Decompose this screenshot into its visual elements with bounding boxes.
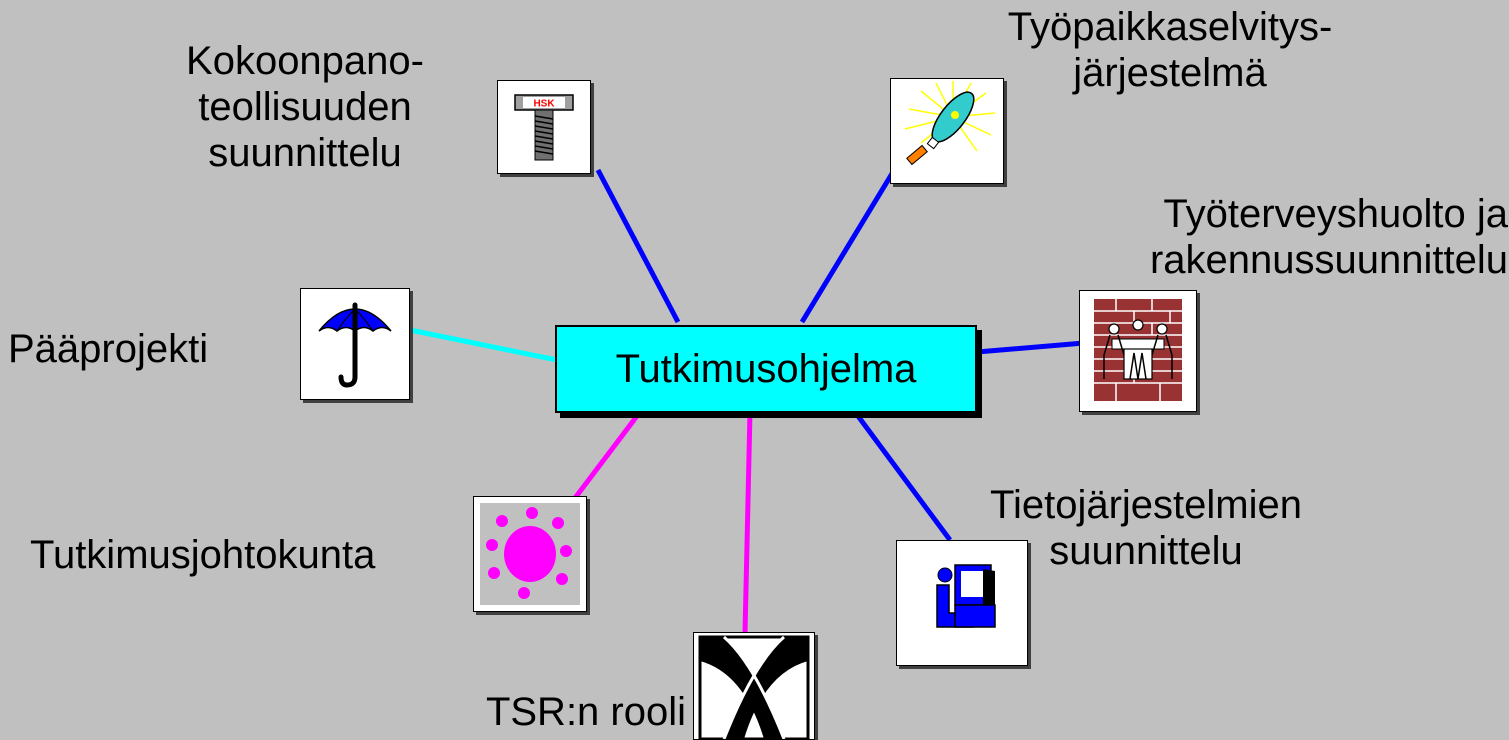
sun-dots-icon [473,496,587,612]
bolt-hsk-icon: HSK [497,80,591,174]
label-paaprojekti: Pääprojekti [8,326,268,372]
label-tieto: Tietojärjestelmien suunnittelu [966,482,1326,574]
label-tsr-line1: TSR:n rooli [485,690,686,734]
label-kokoonpano-line1: Kokoonpano- [186,39,424,83]
computer-user-icon [896,540,1028,666]
connector-kokoonpano [595,168,681,324]
label-tyoterveys-line1: Työterveyshuolto ja [1163,192,1508,236]
crossing-roads-icon [693,632,815,740]
label-kokoonpano-line2: teollisuuden [198,85,412,129]
connector-tyoterveys [976,340,1085,355]
label-tyopaikka-line1: Työpaikkaselvitys- [1007,5,1333,49]
magnifier-light-icon [890,78,1004,184]
label-tyopaikka: Työpaikkaselvitys- järjestelmä [960,4,1380,96]
label-johtokunta-line1: Tutkimusjohtokunta [30,533,376,577]
meeting-brick-wall-icon [1079,290,1197,412]
label-johtokunta: Tutkimusjohtokunta [30,532,450,578]
center-label: Tutkimusohjelma [615,346,917,391]
label-tieto-line2: suunnittelu [1049,529,1243,573]
umbrella-icon [300,288,410,400]
hsk-text: HSK [533,99,555,110]
label-paaprojekti-line1: Pääprojekti [8,327,209,371]
label-tieto-line1: Tietojärjestelmien [990,483,1302,527]
label-tyoterveys-line2: rakennussuunnittelu [1149,238,1508,282]
connector-tyopaikka [799,170,896,324]
connector-tsr [742,411,753,634]
label-kokoonpano: Kokoonpano- teollisuuden suunnittelu [155,38,455,176]
label-tyoterveys: Työterveyshuolto ja rakennussuunnittelu [1074,191,1508,283]
center-node: Tutkimusohjelma [555,325,977,413]
label-kokoonpano-line3: suunnittelu [208,131,402,175]
connector-tieto [852,410,953,542]
connector-johtokunta [573,410,642,500]
label-tyopaikka-line2: järjestelmä [1073,51,1267,95]
label-tsr: TSR:n rooli [436,689,686,735]
connector-paaprojekti [409,327,558,363]
